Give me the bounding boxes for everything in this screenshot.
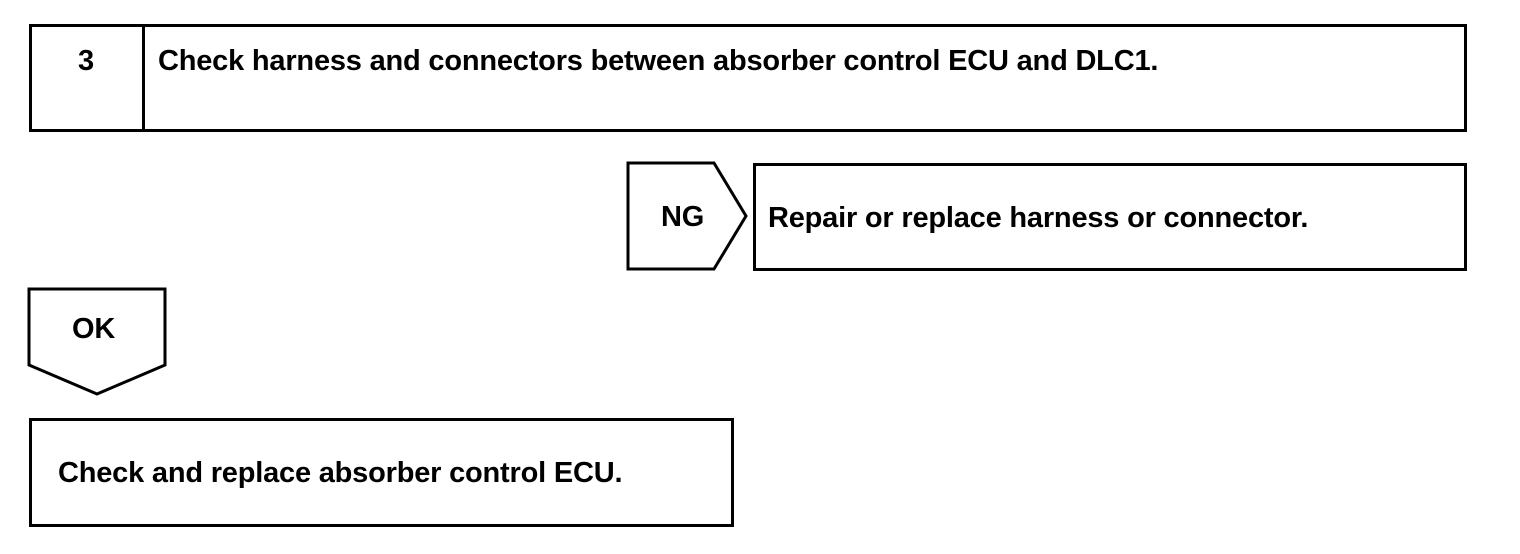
ng-arrow-tag — [626, 161, 748, 271]
ok-action-box — [29, 418, 734, 527]
step-title: Check harness and connectors between abs… — [158, 45, 1159, 77]
step-box — [29, 24, 1467, 132]
ng-action-box — [753, 163, 1467, 271]
ng-action-text: Repair or replace harness or connector. — [768, 202, 1309, 234]
ng-label: NG — [661, 201, 705, 233]
ok-label: OK — [72, 313, 116, 345]
step-number: 3 — [78, 45, 94, 77]
ok-action-text: Check and replace absorber control ECU. — [58, 457, 623, 489]
ok-arrow-tag — [27, 287, 167, 396]
step-number-divider — [142, 24, 145, 132]
